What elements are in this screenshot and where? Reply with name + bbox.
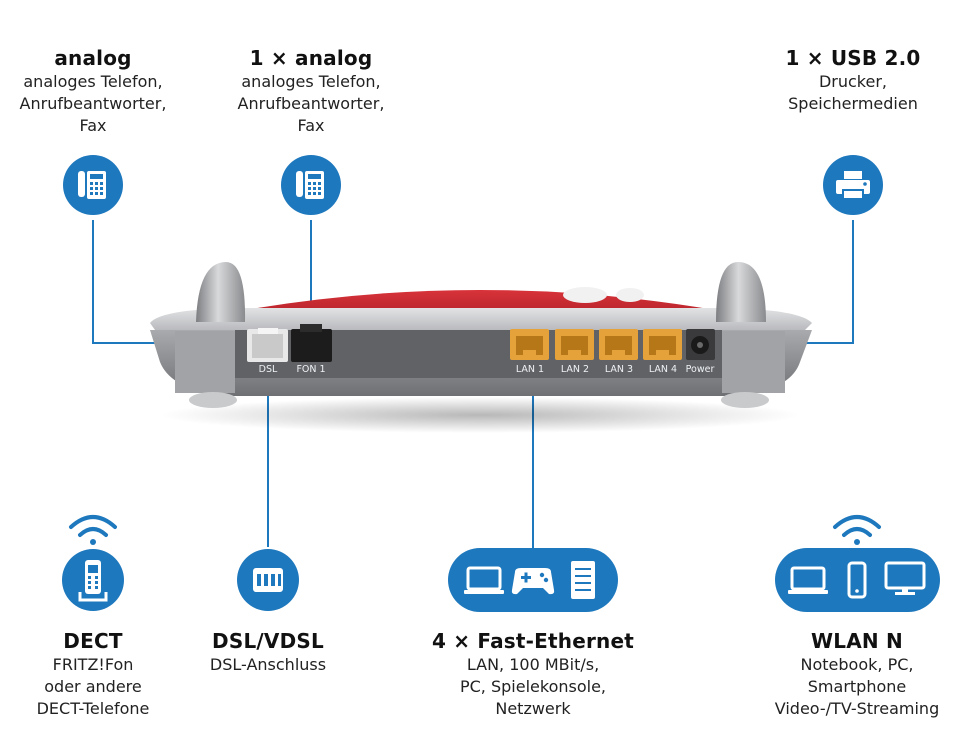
router-button-a [563, 287, 607, 303]
router-foot-right [721, 392, 769, 408]
caption-ethernet: 4 × Fast-Ethernet LAN, 100 MBit/s, PC, S… [428, 628, 638, 720]
wifi-signal-icon [69, 515, 117, 545]
caption-title: DSL/VDSL [212, 629, 324, 653]
router-device: DSL FON 1 LAN 1 LAN 2 LAN 3 LAN 4 Power [150, 262, 812, 433]
fon1-port [291, 324, 332, 362]
caption-desc: Drucker, Speichermedien [788, 72, 918, 113]
wlan-devices-icon [775, 548, 940, 612]
connector-usb [785, 220, 854, 344]
laptop-icon [464, 566, 504, 594]
caption-dect: DECT FRITZ!Fon oder andere DECT-Telefone [8, 628, 178, 720]
router-foot-left [189, 392, 237, 408]
router-horn-left [196, 262, 246, 322]
caption-analog-fon1: 1 × analog analoges Telefon, Anrufbeantw… [218, 45, 404, 137]
caption-usb: 1 × USB 2.0 Drucker, Speichermedien [760, 45, 946, 115]
lan-ports [510, 329, 682, 360]
router-side-right [722, 331, 785, 393]
caption-dsl: DSL/VDSL DSL-Anschluss [180, 628, 356, 676]
lan2-port [555, 329, 594, 360]
caption-title: 1 × analog [249, 46, 373, 70]
landline-phone-icon [281, 155, 341, 215]
port-label-fon1: FON 1 [296, 364, 325, 375]
caption-desc: analoges Telefon, Anrufbeantworter, Fax [237, 72, 385, 135]
caption-desc: FRITZ!Fon oder andere DECT-Telefone [36, 655, 150, 718]
caption-title: WLAN N [811, 629, 903, 653]
port-label-power: Power [686, 364, 715, 375]
caption-desc: analoges Telefon, Anrufbeantworter, Fax [19, 72, 167, 135]
power-port [686, 329, 715, 360]
router-button-b [616, 288, 644, 302]
lan3-port [599, 329, 638, 360]
gamepad-icon [511, 568, 555, 595]
smartphone-icon [847, 561, 867, 599]
dsl-port [247, 328, 288, 362]
caption-title: 4 × Fast-Ethernet [431, 629, 634, 653]
caption-desc: DSL-Anschluss [209, 655, 327, 674]
caption-desc: Notebook, PC, Smartphone Video-/TV-Strea… [774, 655, 940, 718]
router-shadow [160, 397, 800, 433]
port-label-dsl: DSL [259, 364, 278, 375]
dect-handset-icon [62, 549, 124, 611]
wifi-signal-icon [833, 515, 881, 545]
caption-title: 1 × USB 2.0 [785, 46, 921, 70]
printer-icon [823, 155, 883, 215]
router-horn-right [716, 262, 766, 322]
server-icon [571, 561, 595, 599]
laptop-icon [788, 566, 828, 594]
router-side-left [175, 331, 235, 393]
lan4-port [643, 329, 682, 360]
dsl-splitter-icon [237, 549, 299, 611]
port-label-lan2: LAN 2 [561, 364, 589, 375]
connector-analog-left [92, 220, 175, 344]
port-label-lan1: LAN 1 [516, 364, 544, 375]
caption-title: analog [54, 46, 132, 70]
caption-title: DECT [63, 629, 123, 653]
router-top-lip [150, 308, 812, 330]
landline-phone-icon [63, 155, 123, 215]
lan1-port [510, 329, 549, 360]
ethernet-devices-icon [448, 548, 618, 612]
monitor-icon [884, 561, 926, 595]
port-label-lan3: LAN 3 [605, 364, 633, 375]
port-label-lan4: LAN 4 [649, 364, 677, 375]
caption-wlan: WLAN N Notebook, PC, Smartphone Video-/T… [762, 628, 952, 720]
caption-analog-left: analog analoges Telefon, Anrufbeantworte… [0, 45, 186, 137]
caption-desc: LAN, 100 MBit/s, PC, Spielekonsole, Netz… [459, 655, 606, 718]
